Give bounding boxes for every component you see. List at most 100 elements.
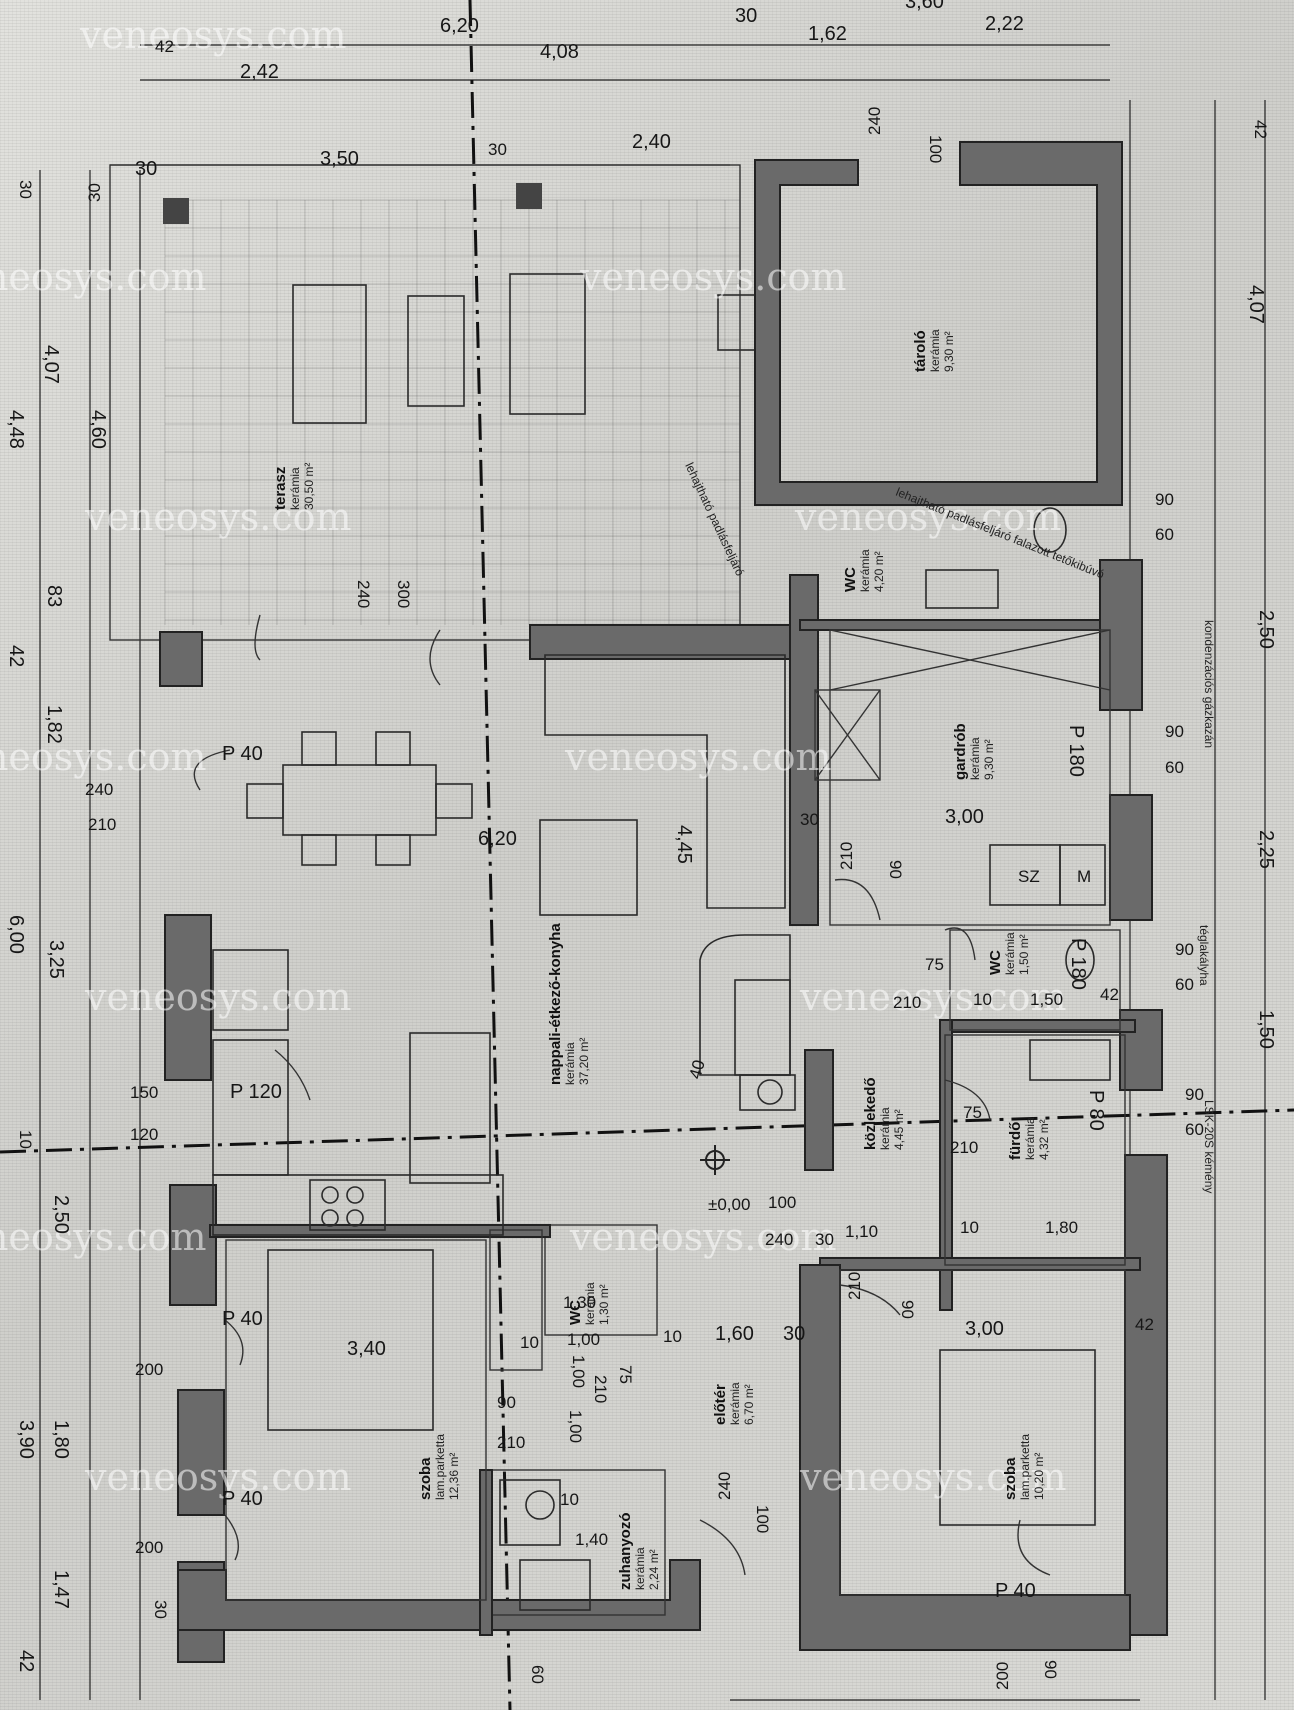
room-labels: terasz kerámia 30,50 m² tároló kerámia 9… (272, 329, 1051, 1590)
dim-inner: 210 (950, 1138, 978, 1157)
dim-inner: 90 (497, 1393, 516, 1412)
dim-left: 30 (16, 180, 35, 199)
dim-top: 100 (926, 135, 945, 163)
dim-right: 60 (1185, 1120, 1204, 1139)
svg-text:1,50 m²: 1,50 m² (1017, 934, 1031, 975)
dim-top: 6,20 (440, 15, 479, 37)
dim-inner: 3,00 (945, 806, 984, 828)
svg-text:fürdő: fürdő (1007, 1122, 1024, 1160)
svg-text:kerámia: kerámia (1023, 1117, 1037, 1160)
svg-text:előtér: előtér (712, 1384, 729, 1425)
dim-inner: 30 (815, 1230, 834, 1249)
dim-left: 1,82 (43, 705, 65, 744)
room-label-bedroom-left: szoba lam.parketta 12,36 m² (417, 1434, 461, 1500)
dim-inner: 200 (993, 1662, 1012, 1690)
room-label-wc-top: WC kerámia 4,20 m² (842, 549, 886, 592)
svg-text:30,50 m²: 30,50 m² (302, 463, 316, 510)
watermark: veneosys.com (0, 735, 207, 779)
terrace-post (163, 198, 189, 224)
dim-top: 2,40 (632, 131, 671, 153)
svg-text:10,20 m²: 10,20 m² (1032, 1453, 1046, 1500)
dim-inner: 1,40 (575, 1530, 608, 1549)
dim-inner: 75 (925, 955, 944, 974)
svg-text:zuhanyozó: zuhanyozó (617, 1513, 634, 1591)
watermark: veneosys.com (794, 495, 1062, 539)
dim-inner: 1,80 (1045, 1218, 1078, 1237)
partitions (225, 629, 1126, 1601)
svg-text:tároló: tároló (912, 330, 929, 372)
dim-top: 240 (865, 107, 884, 135)
svg-text:37,20 m²: 37,20 m² (577, 1038, 591, 1085)
dim-left: 200 (135, 1360, 163, 1379)
dim-inner: 210 (837, 842, 856, 870)
watermarks: veneosys.com veneosys.com veneosys.com v… (0, 13, 1067, 1499)
dim-inner: 30 (800, 810, 819, 829)
svg-text:gardrób: gardrób (952, 723, 969, 780)
dim-left: 83 (43, 585, 65, 607)
dim-inner: 240 (715, 1472, 734, 1500)
room-label-bedroom-right: szoba lam.parketta 10,20 m² (1002, 1434, 1046, 1500)
dim-inner: 210 (591, 1375, 610, 1403)
dim-top: 30 (135, 158, 157, 180)
svg-text:9,30 m²: 9,30 m² (982, 739, 996, 780)
watermark: veneosys.com (84, 975, 352, 1019)
dim-right: 60 (1165, 758, 1184, 777)
svg-text:4,32 m²: 4,32 m² (1037, 1119, 1051, 1160)
dim-left: 4,60 (87, 410, 109, 449)
svg-text:1,30 m²: 1,30 m² (597, 1284, 611, 1325)
dim-inner: 90 (1041, 1660, 1060, 1679)
dim-left: 1,80 (50, 1420, 72, 1459)
dim-inner: 240 (765, 1230, 793, 1249)
note-gas-boiler: kondenzációs gázkazán (1202, 620, 1216, 748)
svg-text:kerámia: kerámia (563, 1042, 577, 1085)
dim-inner: 10 (960, 1218, 979, 1237)
level-label: ±0,00 (708, 1195, 750, 1214)
room-label-hall: előtér kerámia 6,70 m² (712, 1382, 756, 1425)
dim-right: 60 (1175, 975, 1194, 994)
watermark: veneosys.com (799, 975, 1067, 1019)
appliance-label-m: M (1077, 867, 1091, 886)
svg-text:kerámia: kerámia (878, 1107, 892, 1150)
dim-inner: P 40 (995, 1580, 1036, 1602)
room-label-terrace: terasz kerámia 30,50 m² (272, 463, 316, 510)
svg-text:kerámia: kerámia (858, 549, 872, 592)
svg-text:WC: WC (567, 1300, 584, 1325)
dim-left: 30 (151, 1600, 170, 1619)
dim-inner: 40 (686, 1058, 709, 1081)
dim-inner: 1,10 (845, 1222, 878, 1241)
svg-text:2,24 m²: 2,24 m² (647, 1549, 661, 1590)
watermark: veneosys.com (84, 1455, 352, 1499)
dimension-labels: 42 2,42 6,20 4,08 30 1,62 2,22 3,60 3,50… (5, 0, 1277, 1690)
dim-inner: 4,45 (673, 825, 695, 864)
dim-inner: 30 (783, 1323, 805, 1345)
dim-left: 2,50 (50, 1195, 72, 1234)
watermark: veneosys.com (799, 1455, 1067, 1499)
dim-top: 3,60 (905, 0, 944, 13)
svg-text:kerámia: kerámia (1003, 932, 1017, 975)
dim-left: 1,47 (50, 1570, 72, 1609)
dim-top: 3,50 (320, 148, 359, 170)
svg-text:nappali-étkező-konyha: nappali-étkező-konyha (547, 923, 564, 1085)
dim-inner: 75 (616, 1365, 635, 1384)
dim-top: 2,42 (240, 61, 279, 83)
dim-left: 4,48 (5, 410, 27, 449)
dim-right: 60 (1155, 525, 1174, 544)
room-label-storage: tároló kerámia 9,30 m² (912, 329, 956, 372)
svg-text:lam.parketta: lam.parketta (433, 1434, 447, 1500)
dim-right: 90 (1165, 722, 1184, 741)
dim-left: 120 (130, 1125, 158, 1144)
dim-inner: 42 (1135, 1315, 1154, 1334)
dim-inner: 6,20 (478, 828, 517, 850)
dim-left: 10 (16, 1130, 35, 1149)
dim-inner: P 40 (222, 743, 263, 765)
dim-inner: 75 (963, 1103, 982, 1122)
dim-inner: 1,30 (563, 1293, 596, 1312)
svg-text:WC: WC (987, 950, 1004, 975)
dim-inner: 100 (768, 1193, 796, 1212)
svg-text:4,20 m²: 4,20 m² (872, 551, 886, 592)
dim-left: 42 (5, 645, 27, 667)
appliance-label-sz: SZ (1018, 867, 1040, 886)
